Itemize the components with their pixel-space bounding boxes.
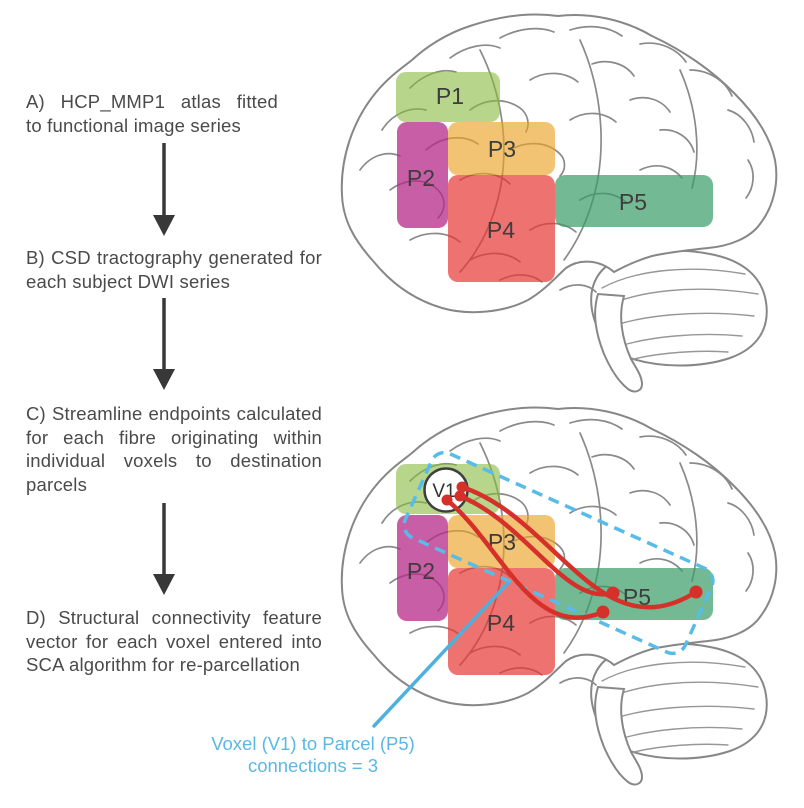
parcel-p1: [396, 72, 500, 122]
parcel-p4-label: P4: [487, 217, 515, 243]
annotation-pointer-line: [372, 581, 510, 728]
step-a-line1: A) HCP_MMP1 atlas fitted: [26, 91, 278, 112]
parcel-p5-bottom: [555, 568, 713, 620]
parcel-p4-bottom-label: P4: [487, 610, 515, 636]
annotation-line2: connections = 3: [247, 754, 379, 776]
flow-arrow-b-c: [153, 298, 175, 390]
parcel-p5-label: P5: [619, 189, 647, 215]
parcel-p4: [448, 175, 555, 282]
step-c-line2: for each fibre originating within: [26, 426, 322, 448]
dashed-selection-box: [402, 450, 715, 656]
streamlines: [444, 484, 699, 620]
step-c-line1: C) Streamline endpoints calculated: [26, 403, 322, 424]
streamline-end-dot: [689, 585, 703, 599]
parcel-p2-bottom-label: P2: [407, 558, 435, 584]
atlas-parcels-top: P1 P2 P3 P4 P5: [396, 72, 713, 282]
streamline-start-dot: [454, 490, 466, 502]
step-d-line1: D) Structural connectivity feature: [26, 607, 322, 628]
streamline-1: [459, 484, 699, 610]
step-b-line1: B) CSD tractography generated for: [26, 247, 322, 268]
parcel-p3: [448, 122, 555, 175]
flow-arrow-c-d: [153, 503, 175, 595]
connection-annotation: Voxel (V1) to Parcel (P5) connections = …: [206, 733, 420, 776]
step-a-text: A) HCP_MMP1 atlas fitted to functional i…: [26, 90, 278, 137]
step-c-text: C) Streamline endpoints calculated for e…: [26, 402, 322, 496]
flow-arrow-a-b: [153, 143, 175, 236]
streamline-2: [457, 493, 616, 597]
parcel-p2: [397, 122, 448, 228]
parcel-p2-bottom: [397, 515, 448, 621]
step-b-text: B) CSD tractography generated for each s…: [26, 246, 322, 293]
streamline-3: [444, 497, 606, 620]
step-d-line3: SCA algorithm for re-parcellation: [26, 654, 300, 675]
step-a-line2: to functional image series: [26, 114, 241, 136]
step-c-line3: individual voxels to destination: [26, 450, 322, 471]
streamline-end-dot: [606, 586, 620, 600]
step-c-line4: parcels: [26, 473, 88, 495]
parcel-p3-label: P3: [488, 136, 516, 162]
step-d-text: D) Structural connectivity feature vecto…: [26, 606, 322, 677]
streamline-start-dot: [441, 494, 453, 506]
streamline-start-dot: [456, 481, 468, 493]
parcel-p1-label: P1: [436, 83, 464, 109]
streamline-end-dot: [596, 605, 610, 619]
annotation-line1: Voxel (V1) to Parcel (P5): [211, 733, 415, 754]
step-d-line2: vector for each voxel entered into: [26, 630, 322, 652]
streamline-endpoints: [441, 481, 703, 619]
parcel-p2-label: P2: [407, 165, 435, 191]
step-b-line2: each subject DWI series: [26, 270, 231, 292]
parcel-p5: [555, 175, 713, 227]
